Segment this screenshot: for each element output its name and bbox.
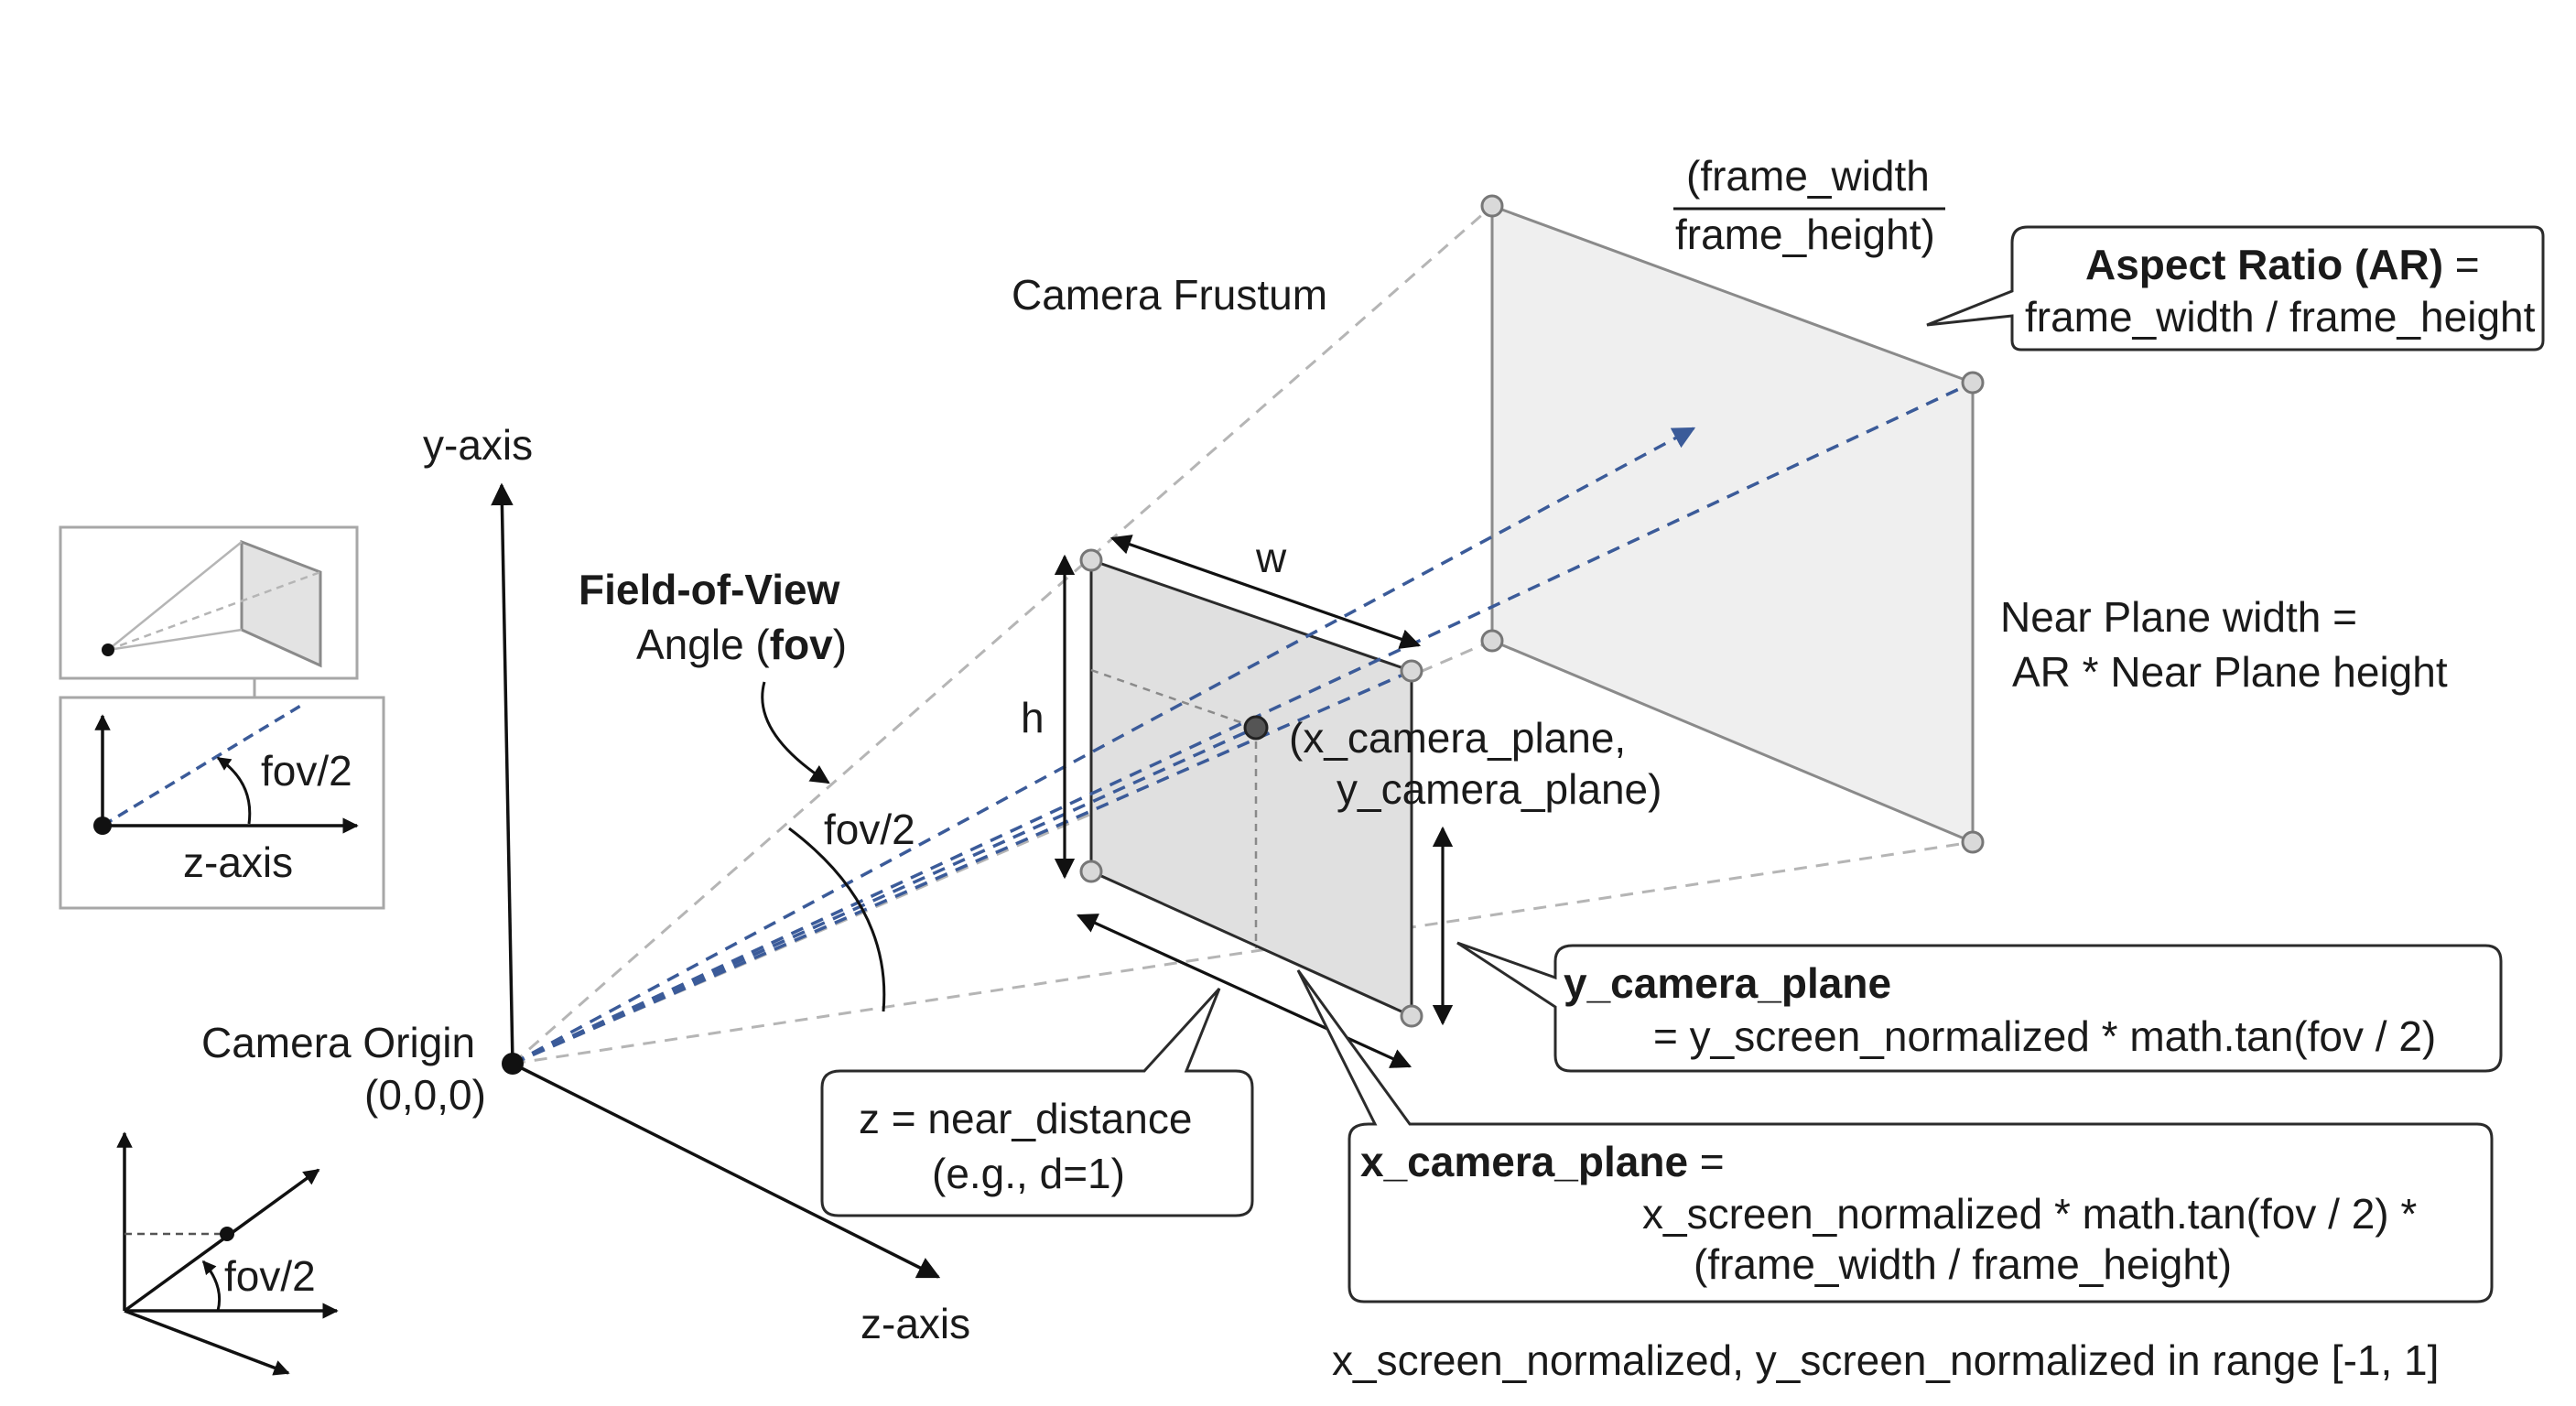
near-plane-width-line2: AR * Near Plane height xyxy=(2012,648,2448,696)
y-axis-label: y-axis xyxy=(423,421,533,469)
mini-angle-diagram: fov/2 xyxy=(116,1131,339,1376)
x-camera-plane-callout: x_camera_plane = x_screen_normalized * m… xyxy=(1296,969,2494,1303)
z-axis-label: z-axis xyxy=(860,1300,970,1347)
camera-origin-label: Camera Origin xyxy=(201,1019,475,1066)
camera-plane-point xyxy=(1243,715,1269,741)
range-note: x_screen_normalized, y_screen_normalized… xyxy=(1332,1336,2439,1384)
aspect-ratio-callout: Aspect Ratio (AR) = frame_width / frame_… xyxy=(1926,225,2545,352)
camera-plane-point-label-line1: (x_camera_plane, xyxy=(1289,714,1626,762)
fov-angle-label: Angle (fov) xyxy=(636,621,847,668)
svg-text:Aspect Ratio (AR) =: Aspect Ratio (AR) = xyxy=(2085,241,2480,288)
svg-text:y_camera_plane: y_camera_plane xyxy=(1564,959,1891,1007)
frame-ratio-denominator: frame_height) xyxy=(1675,211,1935,258)
fov-half-arc xyxy=(788,827,886,1012)
near-plane-guide-horizontal xyxy=(1090,668,1257,730)
svg-text:z = near_distance: z = near_distance xyxy=(859,1095,1192,1142)
svg-text:x_camera_plane =: x_camera_plane = xyxy=(1360,1138,1725,1185)
inset-fov-half-label: fov/2 xyxy=(261,747,352,795)
inset-z-axis-label: z-axis xyxy=(183,838,293,886)
svg-text:frame_width / frame_height: frame_width / frame_height xyxy=(2025,293,2536,341)
w-dimension-arrow xyxy=(1109,535,1422,649)
inset-frustum-thumbnail xyxy=(59,525,359,698)
origin-coords-label: (0,0,0) xyxy=(364,1071,486,1119)
camera-frustum-label: Camera Frustum xyxy=(1012,271,1327,319)
fov-pointer-arrow xyxy=(761,681,830,784)
h-label: h xyxy=(1021,694,1044,741)
camera-plane-point-label-line2: y_camera_plane) xyxy=(1337,765,1661,813)
x-plane-dimension-arrow xyxy=(1076,914,1412,1068)
y-axis-line xyxy=(491,482,514,1065)
camera-origin-point xyxy=(502,1053,524,1075)
svg-text:x_screen_normalized * math.tan: x_screen_normalized * math.tan(fov / 2) … xyxy=(1642,1190,2417,1238)
fov-title: Field-of-View xyxy=(579,566,840,613)
svg-text:(e.g., d=1): (e.g., d=1) xyxy=(932,1150,1125,1197)
near-distance-callout: z = near_distance (e.g., d=1) xyxy=(820,987,1254,1217)
near-plane-width-line1: Near Plane width = xyxy=(2000,593,2357,641)
fov-half-label: fov/2 xyxy=(824,806,915,853)
w-label: w xyxy=(1255,534,1287,581)
svg-text:(frame_width / frame_height): (frame_width / frame_height) xyxy=(1694,1240,2232,1288)
inset-fov-side-view: fov/2 z-axis xyxy=(59,696,385,910)
frame-ratio-numerator: (frame_width xyxy=(1686,152,1930,200)
svg-text:= y_screen_normalized * math.t: = y_screen_normalized * math.tan(fov / 2… xyxy=(1653,1012,2436,1060)
plane-vertices xyxy=(1079,194,1985,1028)
y-camera-plane-callout: y_camera_plane = y_screen_normalized * m… xyxy=(1456,941,2503,1073)
mini-fov-half-label: fov/2 xyxy=(224,1252,316,1300)
z-axis-line xyxy=(512,1062,941,1279)
